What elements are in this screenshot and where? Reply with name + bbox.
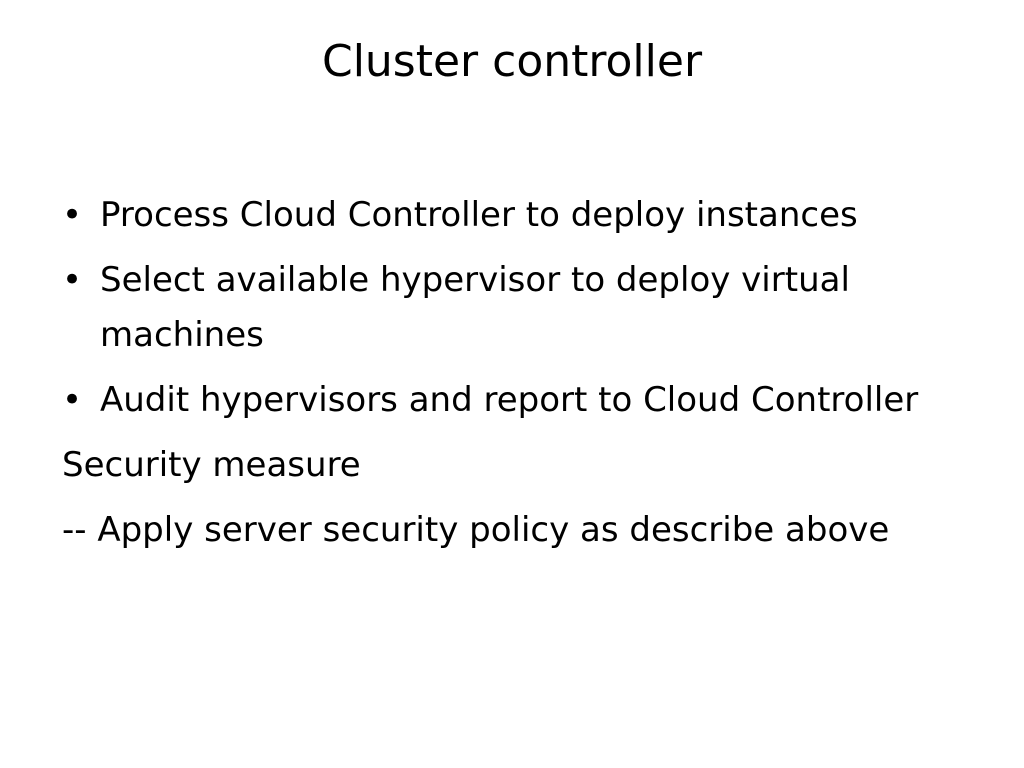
slide-title: Cluster controller [321, 36, 703, 87]
security-policy-text: -- Apply server security policy as descr… [62, 510, 890, 550]
bullet-item: • Audit hypervisors and report to Cloud … [62, 373, 962, 428]
bullet-icon: • [62, 260, 83, 300]
slide-content: • Process Cloud Controller to deploy ins… [62, 188, 962, 558]
bullet-icon: • [62, 380, 83, 420]
bullet-text: Audit hypervisors and report to Cloud Co… [100, 380, 919, 420]
bullet-list: • Process Cloud Controller to deploy ins… [62, 188, 962, 428]
bullet-text: Select available hypervisor to deploy vi… [100, 260, 850, 355]
bullet-item: • Process Cloud Controller to deploy ins… [62, 188, 962, 243]
bullet-text: Process Cloud Controller to deploy insta… [100, 195, 858, 235]
security-measure-heading: Security measure [62, 445, 361, 485]
bullet-item: • Select available hypervisor to deploy … [62, 253, 962, 363]
bullet-icon: • [62, 195, 83, 235]
